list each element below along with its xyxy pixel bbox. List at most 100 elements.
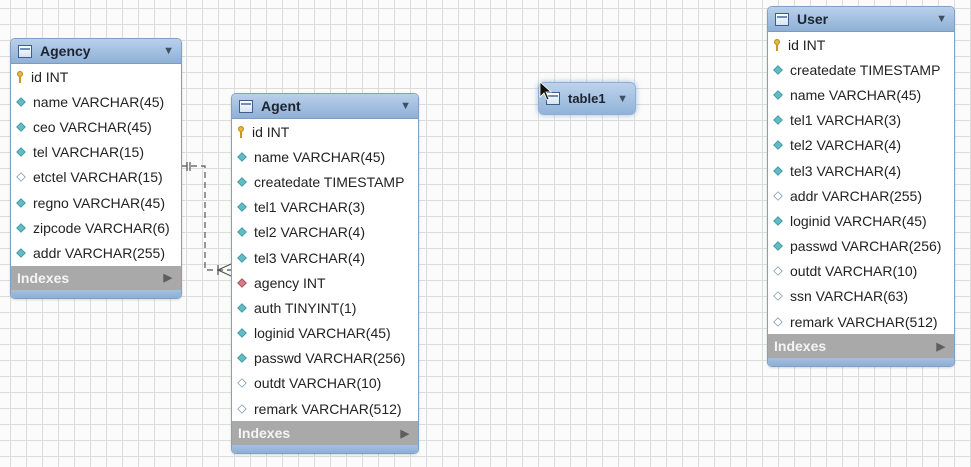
table-user[interactable]: User ▼ id INT createdate TIMESTAMP name VA… bbox=[767, 6, 955, 368]
column-label: agency INT bbox=[254, 274, 326, 291]
indexes-section[interactable]: Indexes ▶ bbox=[768, 334, 954, 359]
column-label: remark VARCHAR(512) bbox=[254, 400, 402, 417]
column-label: auth TINYINT(1) bbox=[254, 299, 357, 316]
column-label: etctel VARCHAR(15) bbox=[33, 169, 163, 186]
column-row[interactable]: name VARCHAR(45) bbox=[232, 144, 418, 169]
column-label: id INT bbox=[252, 123, 290, 140]
column-label: tel3 VARCHAR(4) bbox=[254, 249, 365, 266]
column-row[interactable]: auth TINYINT(1) bbox=[232, 295, 418, 320]
column-label: tel1 VARCHAR(3) bbox=[790, 112, 901, 129]
column-label: tel2 VARCHAR(4) bbox=[254, 224, 365, 241]
triangle-right-icon[interactable]: ▶ bbox=[400, 427, 409, 440]
column-row[interactable]: tel3 VARCHAR(4) bbox=[232, 245, 418, 270]
mouse-pointer-icon bbox=[539, 81, 553, 101]
column-label: passwd VARCHAR(256) bbox=[254, 350, 406, 367]
column-row[interactable]: tel2 VARCHAR(4) bbox=[768, 133, 954, 158]
column-row[interactable]: zipcode VARCHAR(6) bbox=[11, 215, 181, 240]
key-icon bbox=[17, 70, 23, 83]
table-agent[interactable]: Agent ▼ id INT name VARCHAR(45) createdate… bbox=[231, 93, 419, 455]
column-label: loginid VARCHAR(45) bbox=[254, 325, 391, 342]
table-name: User bbox=[797, 11, 829, 27]
indexes-label: Indexes bbox=[774, 338, 827, 355]
column-label: tel3 VARCHAR(4) bbox=[790, 162, 901, 179]
column-label: createdate TIMESTAMP bbox=[790, 61, 941, 78]
column-list: id INT createdate TIMESTAMP name VARCHAR(4… bbox=[768, 32, 954, 334]
column-row[interactable]: createdate TIMESTAMP bbox=[768, 57, 954, 82]
column-row[interactable]: name VARCHAR(45) bbox=[11, 89, 181, 114]
column-row[interactable]: outdt VARCHAR(10) bbox=[232, 371, 418, 396]
table-agency[interactable]: Agency ▼ id INT name VARCHAR(45) ceo VARCH… bbox=[10, 38, 182, 299]
indexes-label: Indexes bbox=[238, 425, 291, 442]
table-name: Agency bbox=[40, 43, 91, 59]
table-icon bbox=[239, 99, 253, 113]
indexes-section[interactable]: Indexes ▶ bbox=[11, 265, 181, 290]
column-label: addr VARCHAR(255) bbox=[33, 244, 166, 261]
table-name: table1 bbox=[568, 91, 606, 106]
column-row[interactable]: regno VARCHAR(45) bbox=[11, 190, 181, 215]
column-row[interactable]: ssn VARCHAR(63) bbox=[768, 284, 954, 309]
column-label: tel2 VARCHAR(4) bbox=[790, 137, 901, 154]
column-row[interactable]: tel1 VARCHAR(3) bbox=[768, 108, 954, 133]
column-row[interactable]: addr VARCHAR(255) bbox=[768, 183, 954, 208]
column-label: regno VARCHAR(45) bbox=[33, 194, 166, 211]
column-label: remark VARCHAR(512) bbox=[790, 313, 938, 330]
column-label: outdt VARCHAR(10) bbox=[254, 375, 382, 392]
key-icon bbox=[774, 38, 780, 51]
table-footer bbox=[11, 289, 181, 298]
column-row[interactable]: passwd VARCHAR(256) bbox=[232, 346, 418, 371]
indexes-label: Indexes bbox=[17, 269, 70, 286]
key-icon bbox=[238, 125, 244, 138]
column-row[interactable]: id INT bbox=[232, 119, 418, 144]
triangle-down-icon[interactable]: ▼ bbox=[163, 45, 174, 57]
column-list: id INT name VARCHAR(45) createdate TIMESTA… bbox=[232, 119, 418, 421]
column-label: ceo VARCHAR(45) bbox=[33, 118, 152, 135]
triangle-down-icon[interactable]: ▼ bbox=[400, 100, 411, 112]
triangle-right-icon[interactable]: ▶ bbox=[936, 340, 945, 353]
column-label: name VARCHAR(45) bbox=[790, 86, 922, 103]
column-row[interactable]: loginid VARCHAR(45) bbox=[768, 208, 954, 233]
column-label: addr VARCHAR(255) bbox=[790, 187, 923, 204]
column-label: loginid VARCHAR(45) bbox=[790, 212, 927, 229]
column-row[interactable]: ceo VARCHAR(45) bbox=[11, 114, 181, 139]
column-row[interactable]: agency INT bbox=[232, 270, 418, 295]
column-row[interactable]: id INT bbox=[768, 32, 954, 57]
indexes-section[interactable]: Indexes ▶ bbox=[232, 421, 418, 446]
column-row[interactable]: outdt VARCHAR(10) bbox=[768, 259, 954, 284]
column-label: name VARCHAR(45) bbox=[254, 148, 386, 165]
agency-agent-relationship[interactable] bbox=[181, 162, 232, 277]
column-row[interactable]: createdate TIMESTAMP bbox=[232, 169, 418, 194]
column-row[interactable]: tel VARCHAR(15) bbox=[11, 140, 181, 165]
table-footer bbox=[232, 445, 418, 454]
table-table1[interactable]: table1 ▼ bbox=[538, 82, 636, 115]
column-label: id INT bbox=[31, 68, 69, 85]
column-row[interactable]: remark VARCHAR(512) bbox=[768, 309, 954, 334]
column-label: tel1 VARCHAR(3) bbox=[254, 199, 365, 216]
column-row[interactable]: tel1 VARCHAR(3) bbox=[232, 195, 418, 220]
table-header[interactable]: User ▼ bbox=[768, 7, 954, 32]
column-row[interactable]: remark VARCHAR(512) bbox=[232, 396, 418, 421]
column-list: id INT name VARCHAR(45) ceo VARCHAR(45) tel… bbox=[11, 64, 181, 266]
triangle-right-icon[interactable]: ▶ bbox=[163, 272, 172, 284]
column-row[interactable]: passwd VARCHAR(256) bbox=[768, 234, 954, 259]
column-row[interactable]: tel3 VARCHAR(4) bbox=[768, 158, 954, 183]
table-footer bbox=[768, 358, 954, 367]
column-row[interactable]: addr VARCHAR(255) bbox=[11, 240, 181, 265]
column-row[interactable]: name VARCHAR(45) bbox=[768, 82, 954, 107]
column-row[interactable]: id INT bbox=[11, 64, 181, 89]
column-label: createdate TIMESTAMP bbox=[254, 173, 405, 190]
column-row[interactable]: loginid VARCHAR(45) bbox=[232, 321, 418, 346]
table-header[interactable]: Agency ▼ bbox=[11, 39, 181, 64]
triangle-down-icon[interactable]: ▼ bbox=[617, 92, 628, 105]
column-row[interactable]: etctel VARCHAR(15) bbox=[11, 165, 181, 190]
column-row[interactable]: tel2 VARCHAR(4) bbox=[232, 220, 418, 245]
table-header[interactable]: Agent ▼ bbox=[232, 94, 418, 119]
column-label: ssn VARCHAR(63) bbox=[790, 288, 908, 305]
column-label: id INT bbox=[788, 36, 826, 53]
table-icon bbox=[775, 12, 789, 26]
table-icon bbox=[18, 44, 32, 58]
column-label: name VARCHAR(45) bbox=[33, 93, 165, 110]
table-name: Agent bbox=[261, 98, 301, 114]
triangle-down-icon[interactable]: ▼ bbox=[936, 13, 947, 25]
